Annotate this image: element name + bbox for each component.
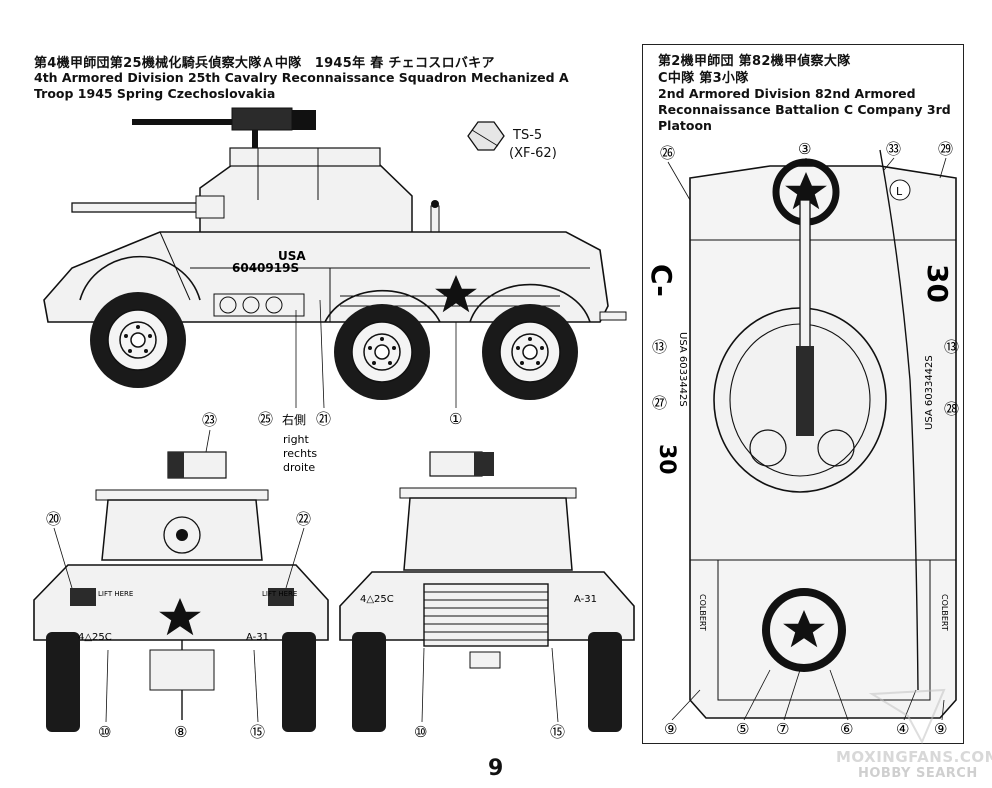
front-lift-r: LIFT HERE — [262, 590, 297, 598]
callout-15-rear: ⑮ — [550, 723, 565, 741]
watermark-logo-icon — [868, 688, 946, 745]
watermark-text-1: MOXINGFANS.COM — [836, 748, 992, 766]
callout-13-left: ⑬ — [652, 338, 667, 356]
callout-5: ⑤ — [736, 720, 749, 738]
top-tag: L — [896, 185, 903, 198]
callout-33: ㉝ — [886, 140, 901, 158]
side-view — [43, 107, 627, 401]
callout-25: ㉕ — [258, 410, 273, 428]
callout-4: ④ — [896, 720, 909, 738]
paint-swatch-icon — [467, 121, 505, 151]
top-reg-left: USA 6033442S — [677, 332, 688, 407]
callout-10-front: ⑩ — [98, 723, 111, 741]
callout-21: ㉑ — [316, 410, 331, 428]
front-mark-l: 4△25C — [78, 632, 112, 643]
callout-9-left: ⑨ — [664, 720, 677, 738]
label-right-fr: droite — [283, 461, 315, 474]
rear-mark-r: A-31 — [574, 594, 597, 605]
page-number: 9 — [488, 756, 504, 781]
callout-29: ㉙ — [938, 140, 953, 158]
label-right-en: right — [283, 433, 310, 446]
callout-15-front: ⑮ — [250, 723, 265, 741]
side-hull-text-1: USA — [278, 249, 306, 263]
top-code-left-2: 30 — [654, 444, 679, 475]
side-hull-text-2: 6040919S — [232, 261, 299, 275]
callout-22: ㉒ — [296, 510, 311, 528]
top-code-right: 30 — [921, 264, 954, 303]
right-panel-frame — [642, 44, 964, 744]
left-title-ja: 第4機甲師団第25機械化騎兵偵察大隊Ａ中隊 1945年 春 チェコスロバキア — [34, 56, 495, 71]
top-reg-right: USA 6033442S — [924, 355, 935, 430]
left-title-en: 4th Armored Division 25th Cavalry Reconn… — [34, 70, 569, 101]
front-mark-r: A-31 — [246, 632, 269, 643]
callout-1: ① — [449, 410, 462, 428]
callout-6: ⑥ — [840, 720, 853, 738]
rear-view — [339, 451, 635, 732]
callout-9-right: ⑨ — [934, 720, 947, 738]
right-title-ja-2: C中隊 第3小隊 — [658, 71, 749, 86]
front-view — [33, 451, 329, 732]
right-title-ja-1: 第2機甲師団 第82機甲偵察大隊 — [658, 54, 851, 69]
callout-10-rear: ⑩ — [414, 723, 427, 741]
callout-23: ㉓ — [202, 411, 217, 429]
top-view — [689, 149, 957, 719]
top-code-left: C- — [645, 264, 678, 297]
callout-7: ⑦ — [776, 720, 789, 738]
watermark-text-2: HOBBY SEARCH — [858, 766, 978, 781]
callout-8: ⑧ — [174, 723, 187, 741]
paint-code: TS-5 — [513, 128, 543, 143]
right-title-en: 2nd Armored Division 82nd Armored Reconn… — [658, 86, 951, 133]
callout-13-right: ⑬ — [944, 338, 959, 356]
callout-26: ㉖ — [660, 144, 675, 162]
callout-20: ⑳ — [46, 510, 61, 528]
callout-27: ㉗ — [652, 394, 667, 412]
top-colbert-l: COLBERT — [698, 594, 707, 631]
callout-right-side-label: 右側 — [282, 412, 306, 427]
top-colbert-r: COLBERT — [940, 594, 949, 631]
callout-28: ㉘ — [944, 400, 959, 418]
label-right-de: rechts — [283, 447, 317, 460]
callout-3: ③ — [798, 140, 811, 158]
front-lift-l: LIFT HERE — [98, 590, 133, 598]
paint-code-sub: (XF-62) — [509, 146, 557, 161]
rear-mark-l: 4△25C — [360, 594, 394, 605]
